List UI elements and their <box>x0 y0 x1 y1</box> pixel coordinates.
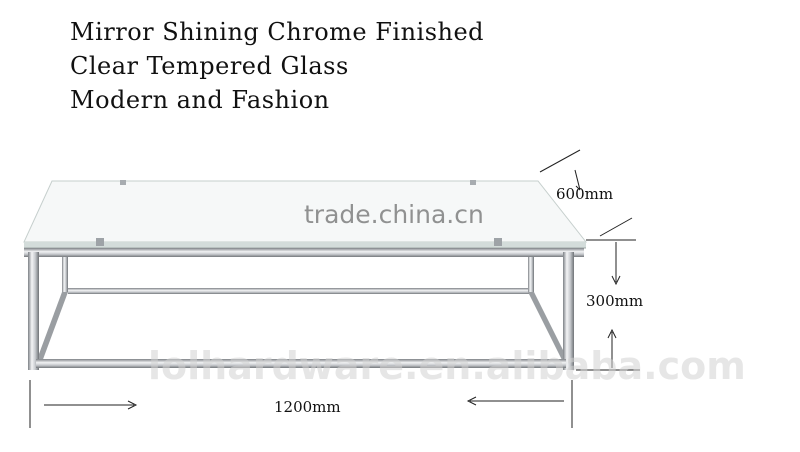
headline-line-2: Clear Tempered Glass <box>70 52 349 80</box>
depth-dimension-label: 600mm <box>556 185 614 203</box>
back-frame <box>36 252 569 362</box>
headline-line-3: Modern and Fashion <box>70 86 330 114</box>
front-frame <box>24 180 584 370</box>
watermark-alibaba: lolhardware.en.alibaba.com <box>148 344 746 388</box>
dimension-lines <box>29 149 640 428</box>
headline-line-1: Mirror Shining Chrome Finished <box>70 18 485 46</box>
watermark-trade-china: trade.china.cn <box>304 200 484 229</box>
height-dimension-label: 300mm <box>586 292 644 310</box>
width-dimension-label: 1200mm <box>274 398 341 416</box>
